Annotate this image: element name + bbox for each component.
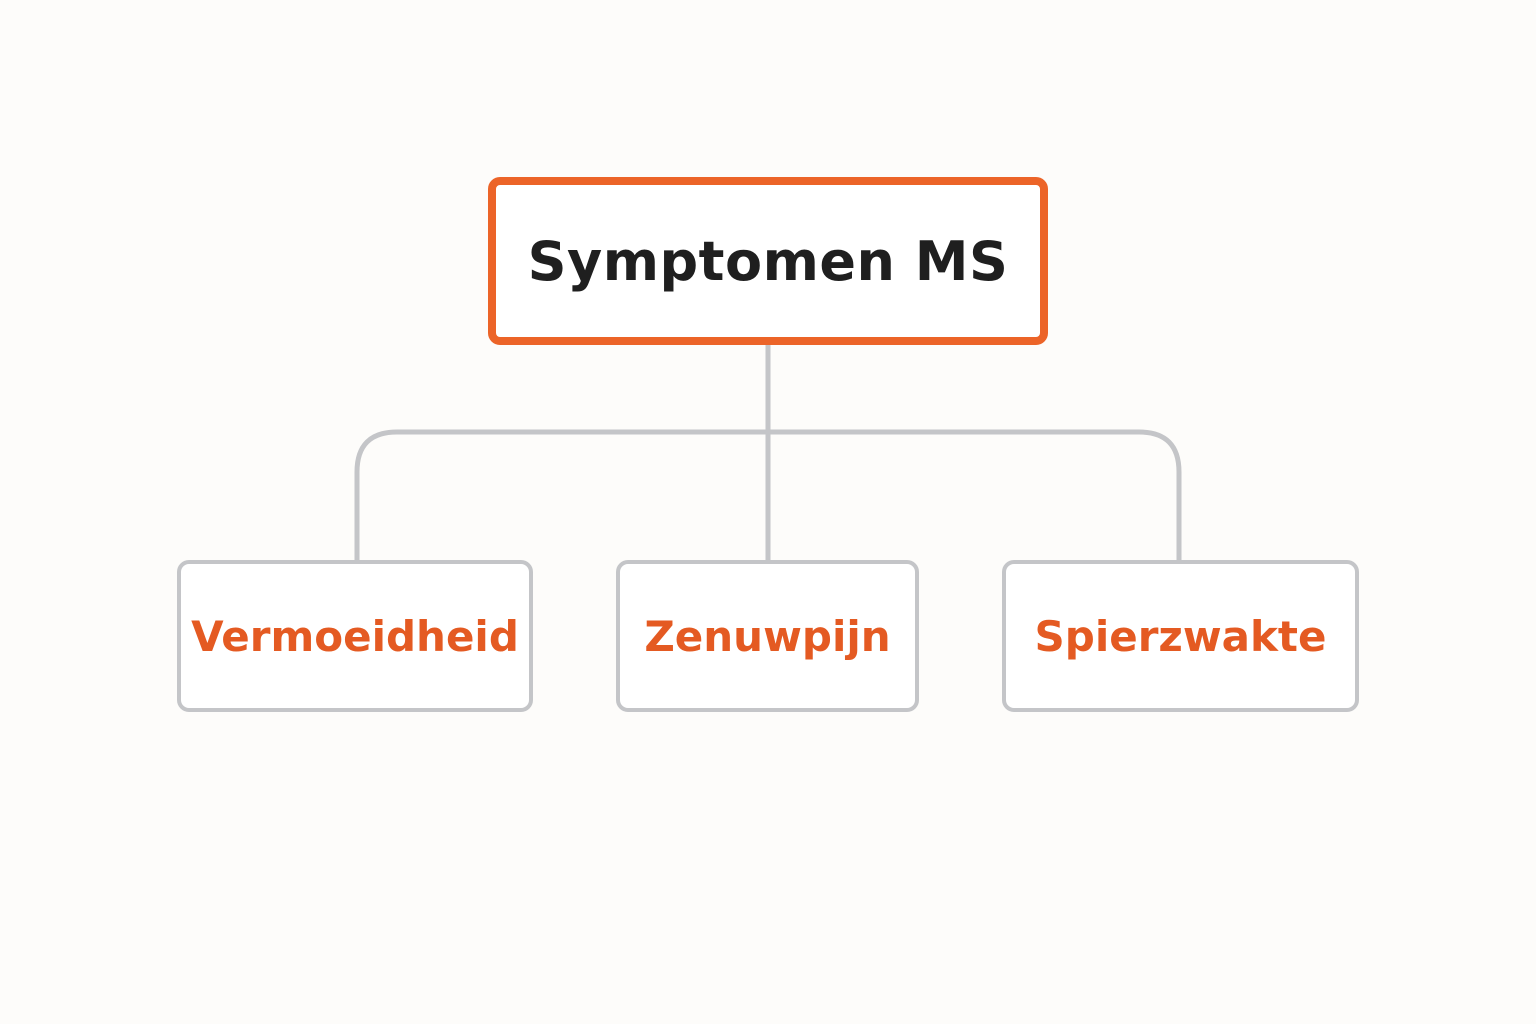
child-node-label: Vermoeidheid bbox=[191, 611, 519, 661]
child-node-spierzwakte: Spierzwakte bbox=[1002, 560, 1359, 712]
child-node-vermoeidheid: Vermoeidheid bbox=[177, 560, 533, 712]
connector-horizontal-bar bbox=[354, 429, 1182, 563]
root-node-label: Symptomen MS bbox=[527, 229, 1009, 293]
child-node-label: Spierzwakte bbox=[1034, 611, 1327, 661]
child-node-zenuwpijn: Zenuwpijn bbox=[616, 560, 919, 712]
child-node-label: Zenuwpijn bbox=[644, 611, 891, 661]
root-node: Symptomen MS bbox=[488, 177, 1048, 345]
